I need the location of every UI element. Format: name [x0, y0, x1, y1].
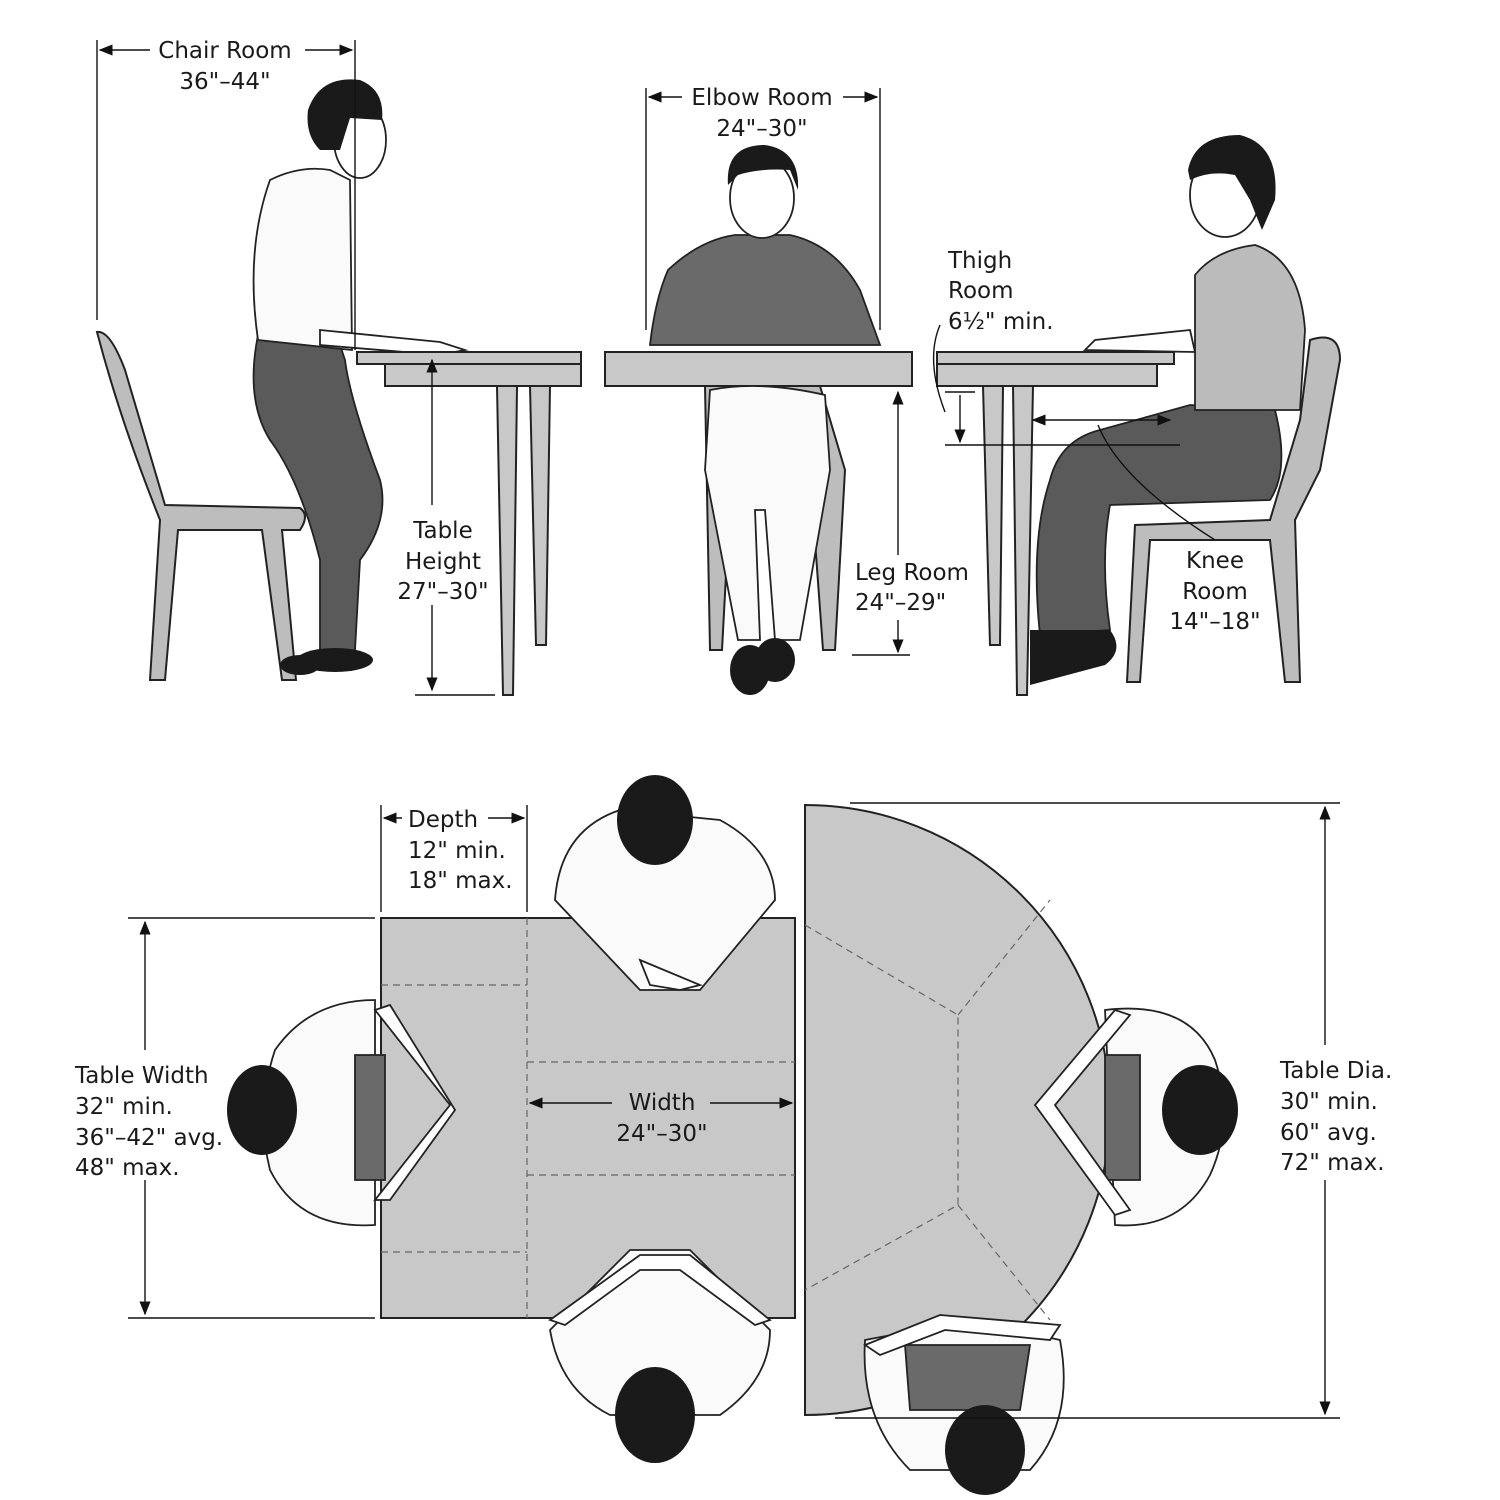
leg-room-label: Leg Room — [855, 560, 969, 586]
thigh-room-line2: Room — [948, 278, 1014, 304]
person-bottom — [548, 1249, 772, 1463]
depth-max: 18" max. — [408, 868, 513, 894]
table-height-line1: Table — [412, 518, 472, 544]
thigh-room-dimension — [932, 324, 1216, 541]
table-dia-avg: 60" avg. — [1280, 1120, 1377, 1146]
table-width-avg: 36"–42" avg. — [75, 1125, 223, 1151]
thigh-room-line1: Thigh — [947, 248, 1012, 274]
table-height-dimension — [415, 358, 495, 696]
elbow-room-label: Elbow Room — [691, 85, 832, 111]
person-bottom-right — [863, 1314, 1065, 1495]
depth-dimension — [380, 805, 528, 912]
table-dia-dimension — [835, 802, 1340, 1419]
left-table — [356, 351, 582, 696]
knee-room-line1: Knee — [1186, 548, 1244, 574]
table-dia-max: 72" max. — [1280, 1150, 1385, 1176]
depth-label: Depth — [408, 807, 478, 833]
leg-room-value: 24"–29" — [855, 590, 946, 616]
chair-room-label: Chair Room — [158, 38, 291, 64]
left-chair — [95, 330, 306, 681]
chair-room-value: 36"–44" — [179, 69, 270, 95]
person-top — [554, 775, 776, 991]
table-height-value: 27"–30" — [397, 579, 488, 605]
table-width-dimension — [128, 917, 375, 1319]
leg-room-dimension — [852, 390, 910, 656]
table-dia-label: Table Dia. — [1279, 1058, 1392, 1084]
elbow-room-dimension — [645, 88, 881, 330]
person-right — [1033, 1007, 1238, 1227]
right-chair — [1125, 336, 1342, 683]
width-label: Width — [629, 1090, 696, 1116]
table-dia-min: 30" min. — [1280, 1089, 1378, 1115]
knee-room-value: 14"–18" — [1169, 609, 1260, 635]
center-person — [648, 145, 882, 695]
depth-min: 12" min. — [408, 838, 506, 864]
table-height-line2: Height — [405, 549, 481, 575]
side-person — [1030, 135, 1306, 685]
center-table — [604, 351, 913, 387]
width-value: 24"–30" — [616, 1121, 707, 1147]
table-width-min: 32" min. — [75, 1094, 173, 1120]
person-left — [227, 999, 457, 1227]
right-table — [936, 351, 1175, 696]
elbow-room-value: 24"–30" — [716, 116, 807, 142]
table-width-max: 48" max. — [75, 1155, 180, 1181]
knee-room-line2: Room — [1182, 579, 1248, 605]
table-width-label: Table Width — [74, 1063, 209, 1089]
chair-room-dimension — [96, 40, 356, 350]
thigh-room-value: 6½" min. — [948, 309, 1054, 335]
